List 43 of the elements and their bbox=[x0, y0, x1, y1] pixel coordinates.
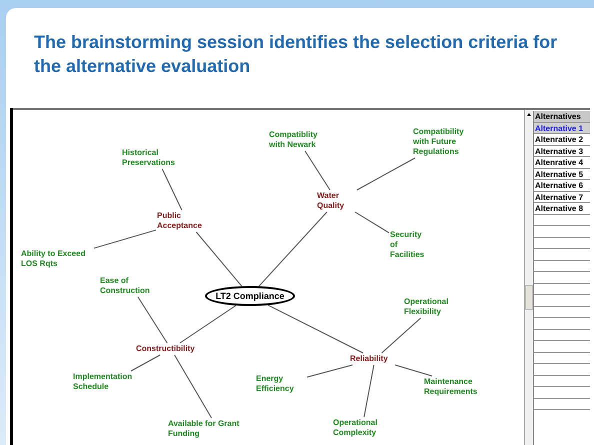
connector-line bbox=[179, 305, 236, 344]
connector-line bbox=[196, 232, 242, 287]
connector-line bbox=[364, 364, 374, 418]
category-label: Public Acceptance bbox=[157, 211, 217, 231]
table-cell: Alternative 1 bbox=[534, 122, 590, 134]
connector-line bbox=[258, 212, 328, 287]
criterion-label: Implementation Schedule bbox=[73, 372, 149, 392]
connector-line bbox=[304, 150, 330, 190]
connector-line bbox=[381, 318, 422, 354]
criterion-label: Operational Flexibility bbox=[404, 297, 462, 317]
criterion-label: Operational Complexity bbox=[333, 418, 391, 438]
table-cell: Alternative 7 bbox=[534, 192, 590, 203]
table-cell: Altenrative 4 bbox=[534, 157, 590, 168]
connector-line bbox=[162, 168, 182, 210]
connector-line bbox=[268, 304, 364, 354]
connector-line bbox=[174, 354, 212, 418]
table-cell: Alternative 6 bbox=[534, 180, 590, 192]
connector-line bbox=[94, 230, 156, 249]
criterion-label: Compatiblity with Newark bbox=[269, 130, 327, 150]
connector-line bbox=[354, 212, 390, 234]
criterion-label: Security of Facilities bbox=[390, 230, 428, 260]
category-label: Constructibility bbox=[136, 344, 206, 354]
category-label: Water Quality bbox=[317, 191, 357, 211]
criterion-label: Maintenance Requirements bbox=[424, 377, 514, 397]
criterion-label: Compatibility with Future Regulations bbox=[413, 127, 475, 157]
category-label: Reliability bbox=[350, 354, 400, 364]
connector-line bbox=[394, 364, 433, 376]
criterion-label: Ease of Construction bbox=[100, 276, 162, 296]
table-cell: Alternative 3 bbox=[534, 146, 590, 157]
connector-line bbox=[356, 158, 416, 190]
connector-line bbox=[137, 296, 168, 344]
connector-line bbox=[130, 354, 161, 372]
table-cell: Altenrative 2 bbox=[534, 134, 590, 146]
criterion-label: Historical Preservations bbox=[122, 148, 192, 168]
central-ellipse: LT2 Compliance bbox=[205, 286, 295, 306]
connector-line bbox=[306, 364, 353, 378]
table-cell: Alternative 8 bbox=[534, 203, 590, 214]
table-cell: Alternative 5 bbox=[534, 168, 590, 180]
table-header: Alternatives bbox=[534, 111, 590, 122]
criterion-label: Energy Efficiency bbox=[256, 374, 306, 394]
criterion-label: Available for Grant Funding bbox=[168, 419, 268, 439]
criterion-label: Ability to Exceed LOS Rqts bbox=[21, 249, 93, 269]
slide-title: The brainstorming session identifies the selection criteria for the alternative evaluation bbox=[34, 31, 558, 78]
